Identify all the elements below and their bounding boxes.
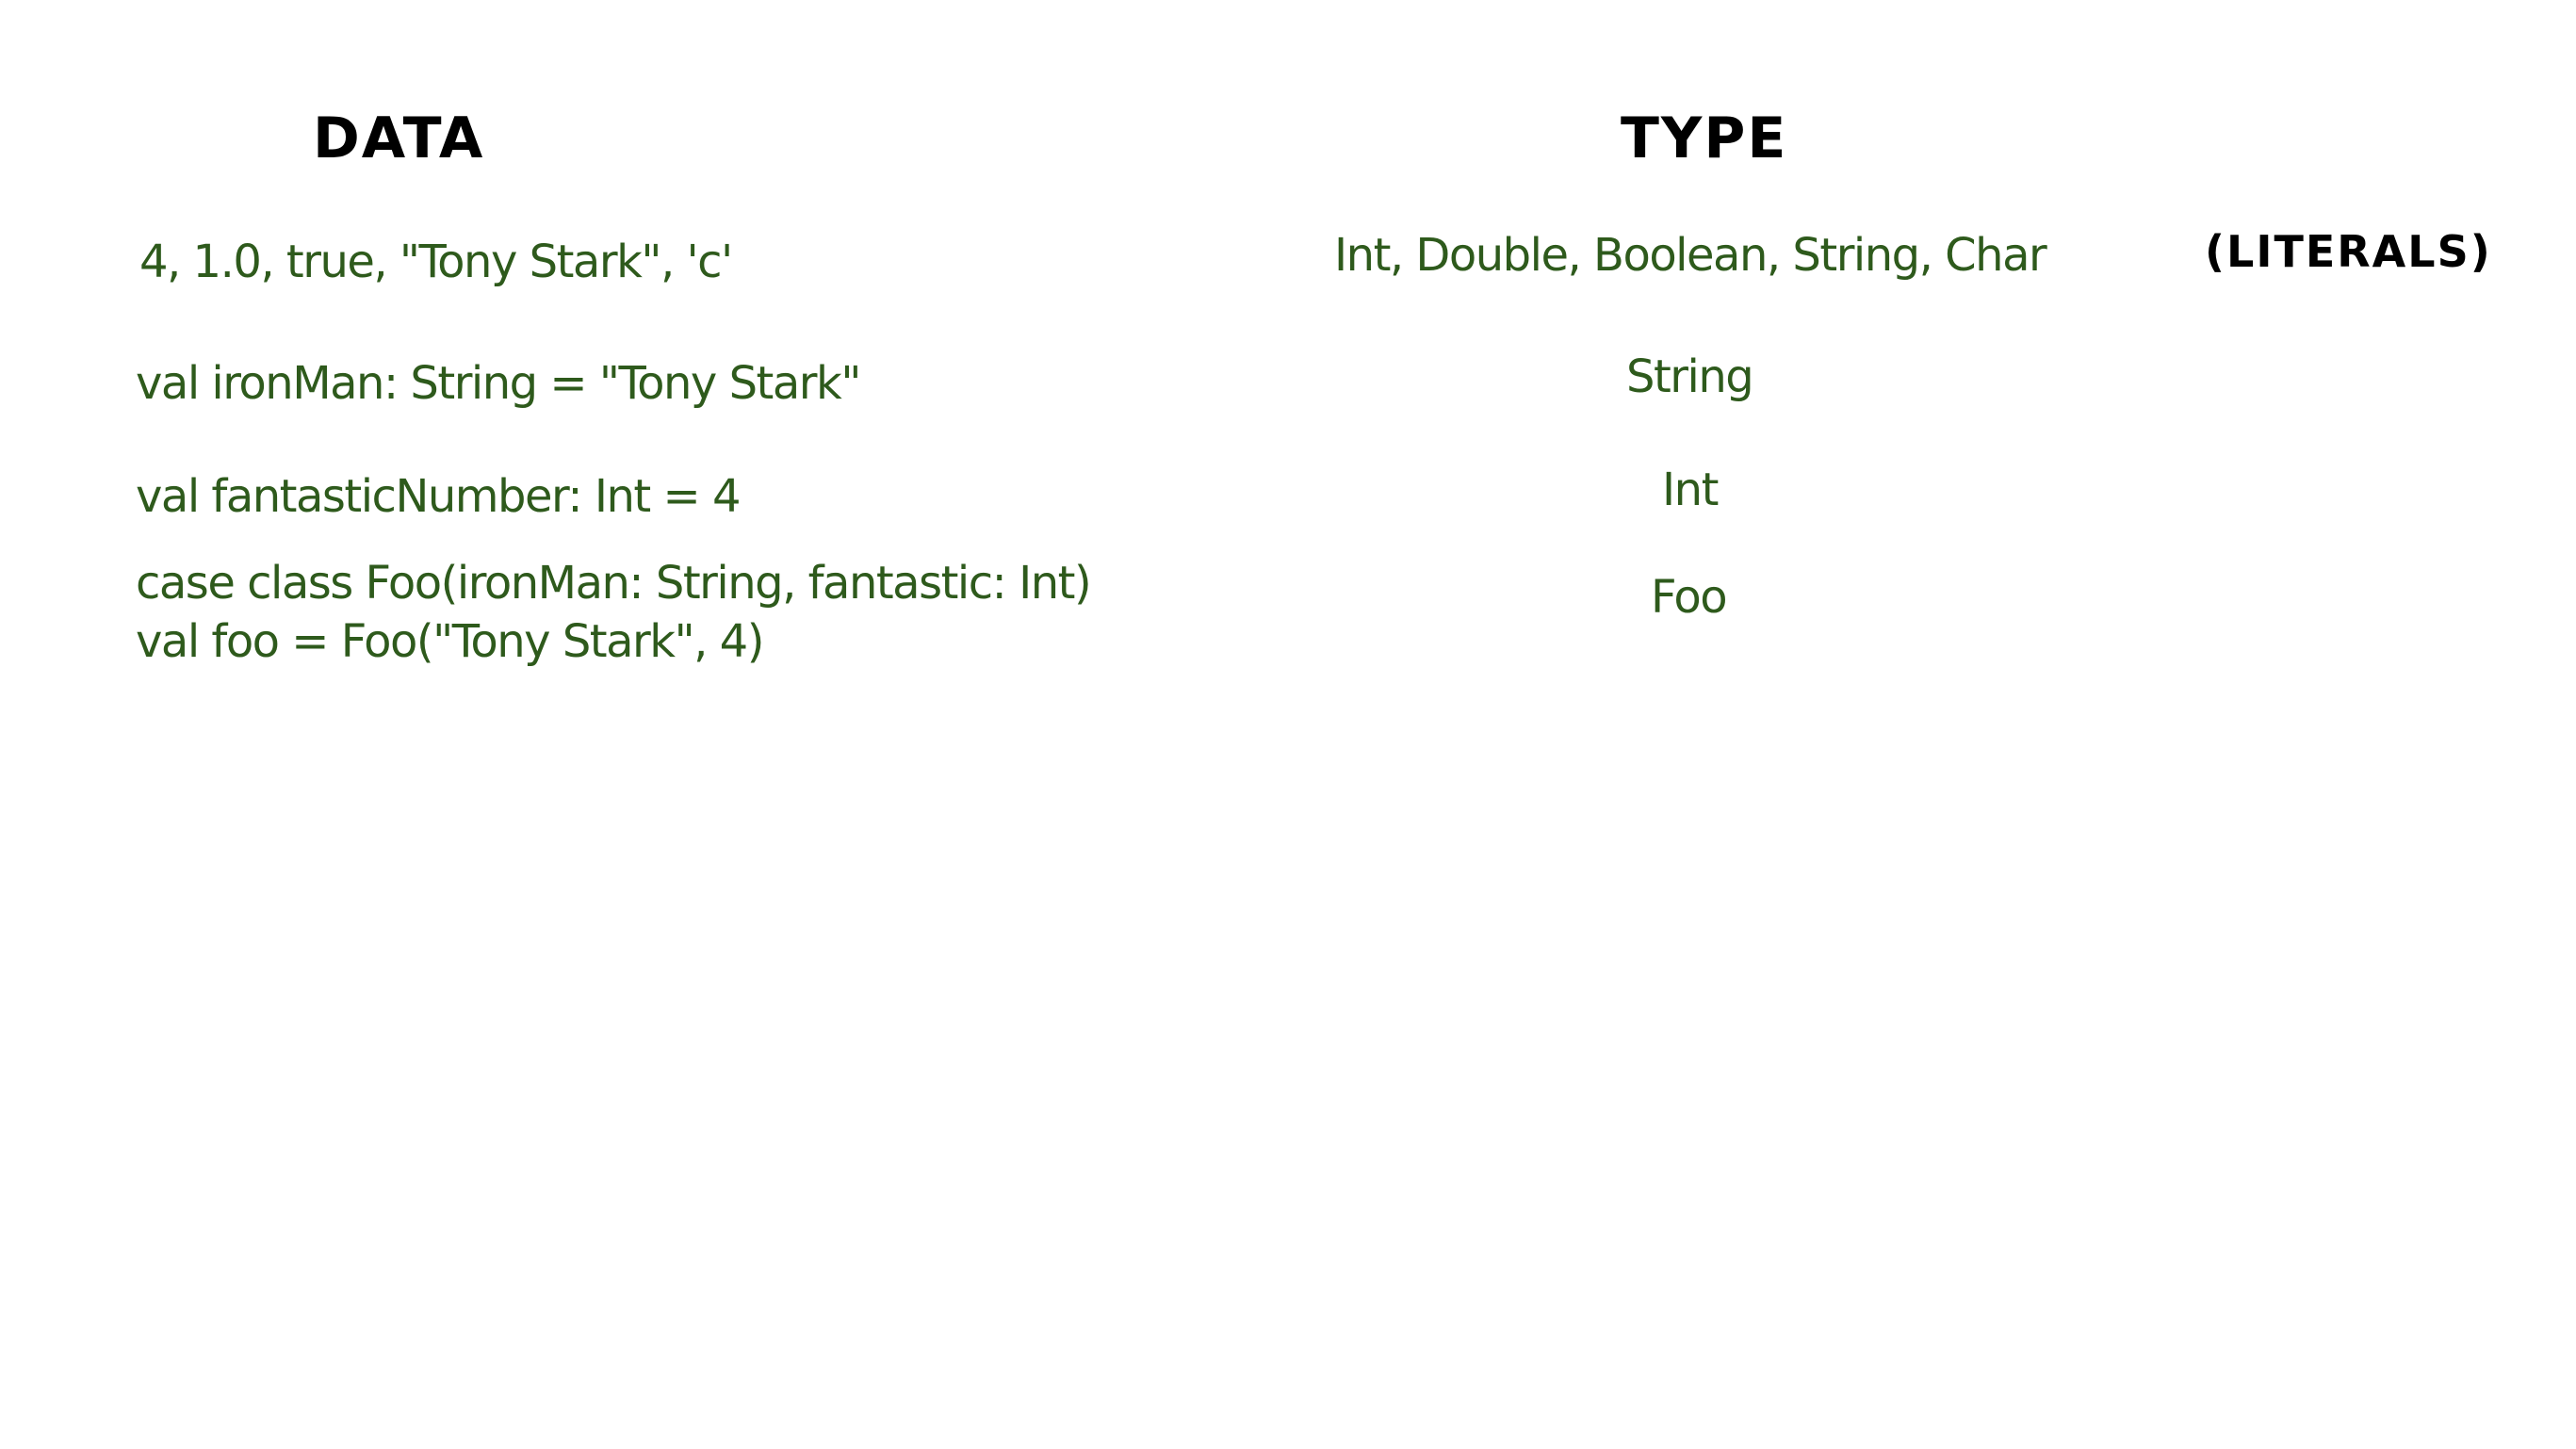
code-line: val fantasticNumber: Int = 4 xyxy=(136,470,742,523)
fantastic-number-data: val fantasticNumber: Int = 4 xyxy=(136,467,742,526)
foo-data: case class Foo(ironMan: String, fantasti… xyxy=(136,554,1092,671)
literals-note: (LITERALS) xyxy=(2205,226,2492,277)
code-line: case class Foo(ironMan: String, fantasti… xyxy=(136,557,1092,610)
literals-type: Int, Double, Boolean, String, Char xyxy=(1334,229,2047,282)
foo-type: Foo xyxy=(1651,571,1728,624)
code-line: val ironMan: String = "Tony Stark" xyxy=(136,357,861,410)
fantastic-number-type: Int xyxy=(1662,464,1719,516)
ironman-data: val ironMan: String = "Tony Stark" xyxy=(136,354,861,413)
literals-data: 4, 1.0, true, "Tony Stark", 'c' xyxy=(139,233,733,291)
code-line: 4, 1.0, true, "Tony Stark", 'c' xyxy=(139,236,733,288)
ironman-type: String xyxy=(1626,350,1754,403)
type-heading: TYPE xyxy=(1621,106,1788,171)
data-heading: DATA xyxy=(313,106,485,171)
code-line: val foo = Foo("Tony Stark", 4) xyxy=(136,615,764,668)
